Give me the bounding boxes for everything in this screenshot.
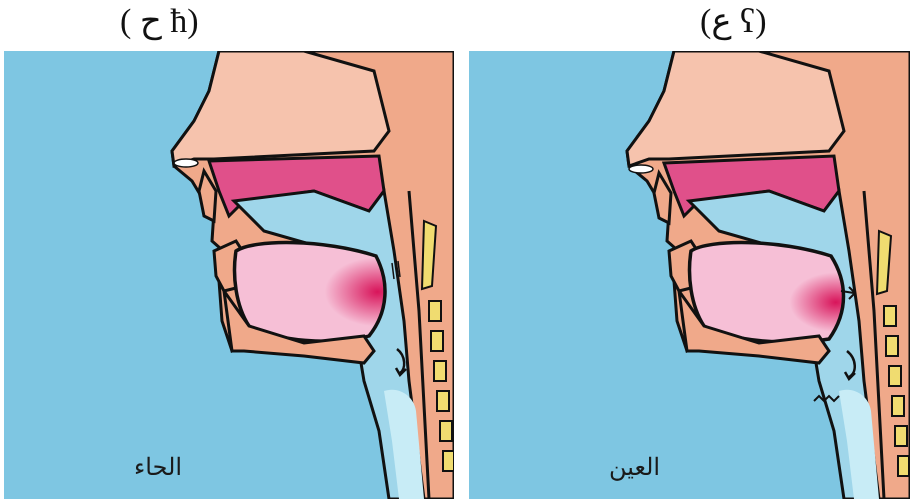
nasal-cavity bbox=[627, 51, 844, 166]
nostril bbox=[174, 159, 198, 167]
nostril bbox=[629, 165, 653, 173]
vocal-tract-diagram-ain bbox=[469, 51, 910, 499]
caption-ha: الحاء bbox=[134, 453, 182, 481]
caption-ain: العين bbox=[609, 453, 660, 481]
tongue bbox=[235, 243, 385, 342]
title-ha: ( ح ħ) bbox=[120, 2, 199, 42]
panel-ain: العين bbox=[469, 51, 910, 499]
panel-ha: الحاء bbox=[4, 51, 454, 499]
vocal-tract-diagram-ha bbox=[4, 51, 454, 499]
nasal-cavity bbox=[172, 51, 389, 166]
title-ain: (ع ʕ) bbox=[700, 2, 767, 42]
